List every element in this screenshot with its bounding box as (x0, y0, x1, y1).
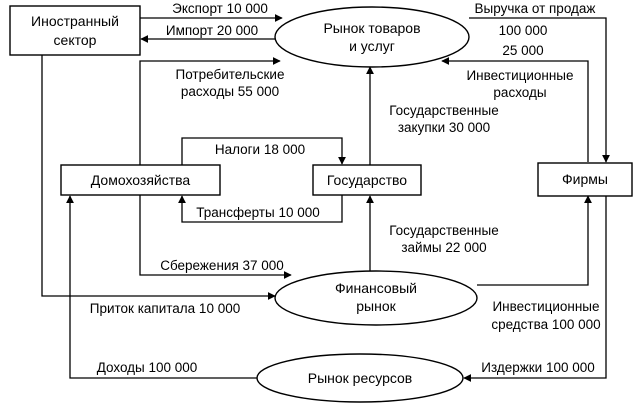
goods-market-label-line1: Рынок товаров (323, 20, 420, 36)
savings-label: Сбережения 37 000 (160, 258, 284, 273)
investment-expenditure-label-line1: Инвестиционные (466, 68, 573, 83)
government-loans-label-line2: займы 22 000 (401, 240, 486, 255)
foreign-sector-label-line2: сектор (54, 32, 97, 48)
transfers-arrow (178, 195, 343, 223)
income-arrow (66, 195, 257, 379)
goods-market-node: Рынок товаров и услуг (274, 6, 470, 68)
financial-market-label-line1: Финансовый (335, 280, 417, 296)
goods-market-label-line2: и услуг (349, 38, 395, 54)
import-label: Импорт 20 000 (166, 23, 258, 38)
government-purchases-label-line2: закупки 30 000 (398, 120, 490, 135)
government-purchases-label-line1: Государственные (389, 103, 498, 118)
savings-arrow (139, 195, 292, 279)
foreign-sector-node: Иностранный сектор (9, 5, 141, 56)
sales-revenue-arrow (469, 17, 610, 163)
investment-expenditure-label-line2: расходы (493, 85, 546, 100)
households-node: Домохозяйства (60, 164, 221, 196)
consumer-expenditure-label-line1: Потребительские (176, 67, 285, 82)
firms-node: Фирмы (537, 162, 633, 197)
transfers-label: Трансферты 10 000 (196, 205, 319, 220)
investment-expenditure-value-label: 25 000 (502, 43, 543, 58)
investment-expenditure-arrow (441, 57, 589, 162)
resource-market-label: Рынок ресурсов (308, 370, 413, 386)
consumer-expenditure-arrow (139, 57, 281, 165)
sales-revenue-label-line2: 100 000 (499, 23, 548, 38)
investment-funds-arrow (477, 195, 592, 286)
foreign-sector-label-line1: Иностранный (31, 13, 119, 29)
households-label: Домохозяйства (91, 172, 191, 188)
taxes-label: Налоги 18 000 (215, 142, 305, 157)
investment-funds-label-line2: средства 100 000 (491, 317, 600, 332)
government-loans-label-line1: Государственные (389, 223, 498, 238)
costs-arrow (463, 196, 607, 382)
capital-inflow-arrow (41, 55, 276, 300)
export-label: Экспорт 10 000 (172, 1, 268, 16)
government-node: Государство (312, 164, 422, 196)
costs-label: Издержки 100 000 (481, 360, 595, 375)
consumer-expenditure-label-line2: расходы 55 000 (181, 84, 279, 99)
financial-market-label-line2: рынок (356, 298, 396, 314)
sales-revenue-label-line1: Выручка от продаж (475, 1, 596, 16)
taxes-arrow (181, 137, 346, 165)
capital-inflow-label: Приток капитала 10 000 (90, 301, 240, 316)
financial-market-node: Финансовый рынок (274, 270, 478, 326)
investment-funds-label-line1: Инвестиционные (492, 299, 599, 314)
government-label: Государство (327, 172, 407, 188)
resource-market-node: Рынок ресурсов (256, 353, 464, 403)
firms-label: Фирмы (562, 171, 608, 187)
income-label: Доходы 100 000 (97, 360, 198, 375)
